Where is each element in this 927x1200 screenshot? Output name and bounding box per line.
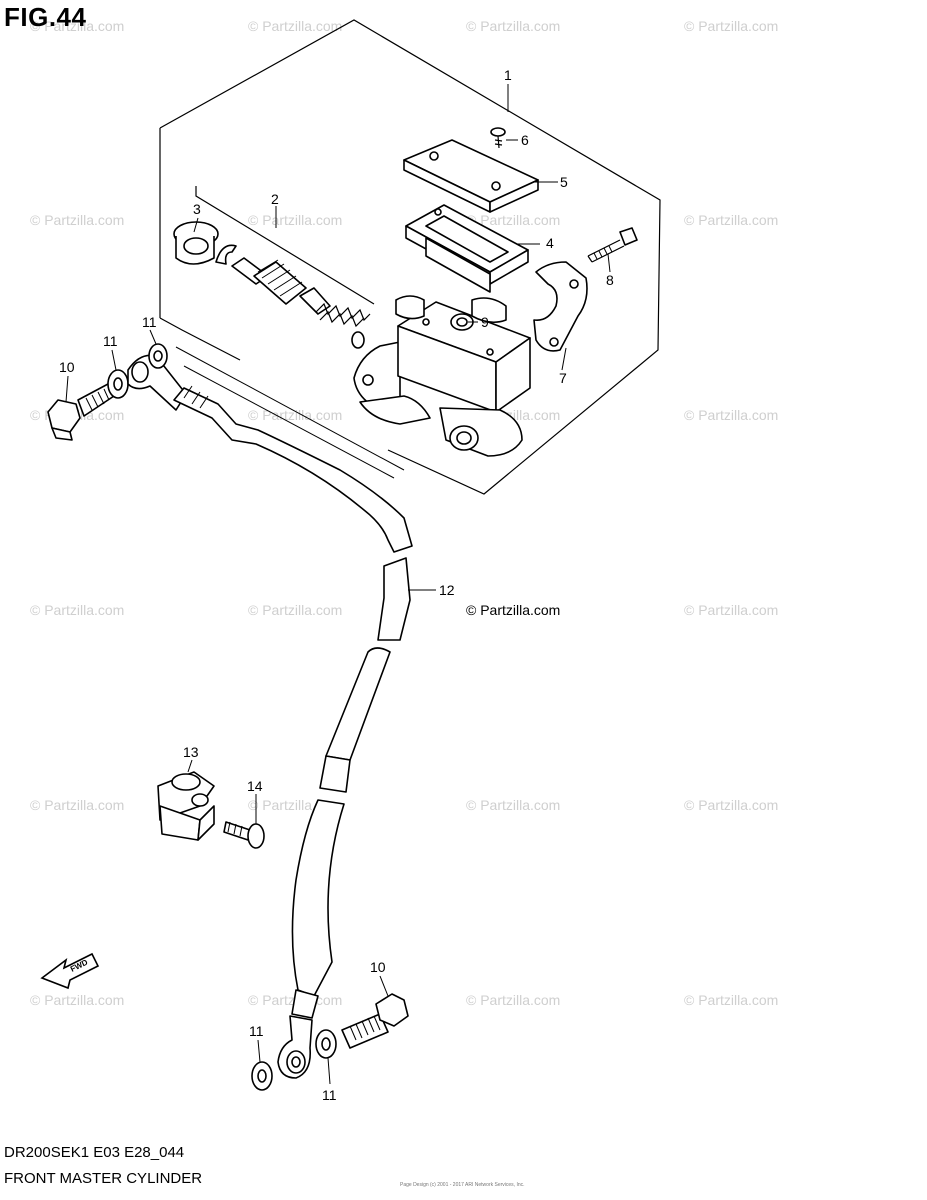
clamp-bolt[interactable] [587,227,638,263]
callout-10-upper: 10 [59,359,75,375]
watermark: © Partzilla.com [30,797,125,813]
sealing-washer-lower-2[interactable] [315,1029,337,1059]
leader-lines [65,84,611,1085]
piston-kit[interactable] [215,244,371,349]
watermark: © Partzilla.com [30,18,125,34]
watermark: © Partzilla.com [466,18,561,34]
brake-hose[interactable] [173,385,413,1019]
watermark: © Partzilla.com [684,797,779,813]
callout-11-upper-1: 11 [103,333,118,349]
callout-1: 1 [504,67,512,83]
watermark: © Partzilla.com [248,407,343,423]
callout-11-lower-1: 11 [249,1023,264,1039]
callout-7: 7 [559,370,567,386]
banjo-bolt-upper[interactable] [47,383,115,441]
watermark: © Partzilla.com [248,18,343,34]
hose-guide-line [183,365,395,479]
callout-8: 8 [606,272,614,288]
master-cylinder-body[interactable] [353,295,531,457]
callout-11-lower-2: 11 [322,1087,337,1103]
hose-guide-clamp[interactable] [157,771,215,841]
reservoir-cap[interactable] [403,139,539,213]
callout-9: 9 [481,314,489,330]
figure-title: FIG.44 [4,2,87,32]
callout-5: 5 [560,174,568,190]
watermark: © Partzilla.com [248,212,343,228]
footer-fine-print: Page Design (c) 2001 - 2017 ARI Network … [400,1182,525,1188]
assembly-frame [159,19,661,495]
callout-10-lower: 10 [370,959,386,975]
callout-6: 6 [521,132,529,148]
banjo-fitting-lower[interactable] [277,1015,313,1079]
banjo-fitting-upper[interactable] [127,354,187,411]
callout-3: 3 [193,201,201,217]
watermark: © Partzilla.com [466,212,561,228]
watermark: © Partzilla.com [466,797,561,813]
sealing-washer-lower-1[interactable] [251,1061,273,1091]
callout-13: 13 [183,744,199,760]
watermark: © Partzilla.com [684,602,779,618]
watermark: © Partzilla.com [30,602,125,618]
watermark: © Partzilla.com [684,212,779,228]
callout-11-upper-2: 11 [142,314,157,330]
fwd-arrow-icon: FWD [40,952,100,990]
watermark: © Partzilla.com [684,992,779,1008]
partzilla-credit: © Partzilla.com [466,602,561,618]
clamp-screw[interactable] [223,821,265,849]
hose-guide-line [175,346,405,471]
watermark: © Partzilla.com [684,18,779,34]
diaphragm[interactable] [405,204,529,293]
watermark: © Partzilla.com [30,212,125,228]
assembly-frame [159,317,241,361]
watermark: © Partzilla.com [466,992,561,1008]
dust-boot[interactable] [173,221,219,265]
callout-4: 4 [546,235,554,251]
sealing-washer-upper-2[interactable] [148,343,168,369]
watermark: © Partzilla.com [684,407,779,423]
banjo-bolt-lower[interactable] [341,993,409,1049]
sealing-washer-upper-1[interactable] [107,369,129,399]
callout-14: 14 [247,778,263,794]
watermark: © Partzilla.com [248,602,343,618]
handlebar-clamp[interactable] [533,261,588,352]
model-code: DR200SEK1 E03 E28_044 [4,1144,185,1161]
watermark: © Partzilla.com [30,992,125,1008]
cap-screw[interactable] [490,127,506,149]
piston-kit-bracket [195,186,375,305]
callout-12: 12 [439,582,455,598]
figure-name: FRONT MASTER CYLINDER [4,1170,203,1187]
callout-2: 2 [271,191,279,207]
